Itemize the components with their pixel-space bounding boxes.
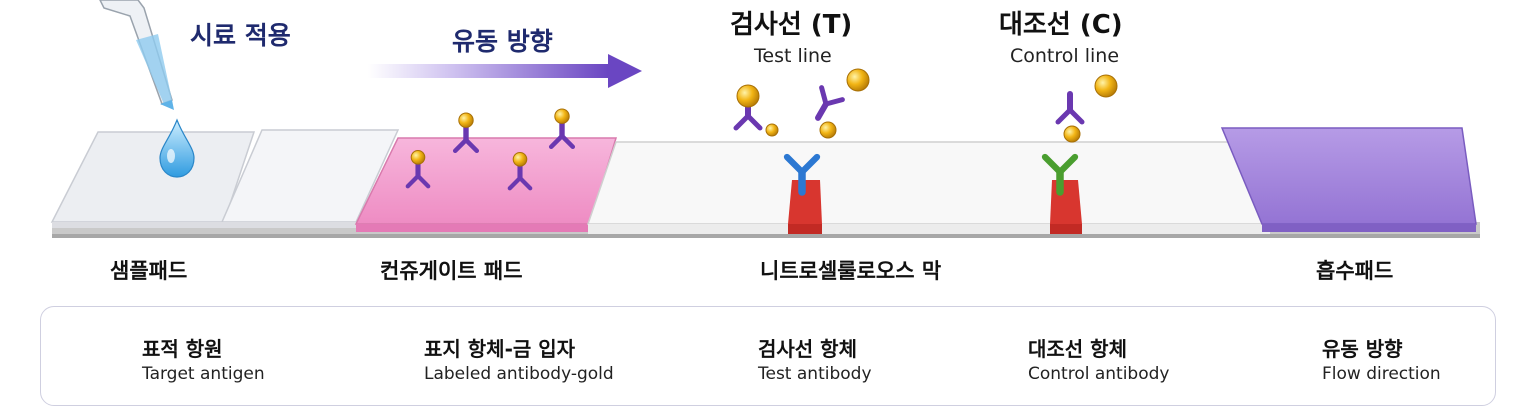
membrane-label: 니트로셀룰로오스 막: [760, 259, 942, 283]
test-line-subtitle: Test line: [754, 45, 832, 67]
flow-direction-label: 유동 방향: [452, 27, 553, 56]
labeled-antibody: [815, 85, 845, 121]
control-line-title: 대조선 (C): [999, 10, 1123, 40]
legend-label-flow-direction: 유동 방향: [1322, 337, 1403, 361]
legend: [40, 306, 1496, 406]
gold-particle: [458, 112, 474, 128]
nitrocellulose-membrane: [586, 141, 1272, 234]
sample-application-label: 시료 적용: [190, 21, 291, 50]
labeled-antibody: [405, 159, 431, 189]
labeled-antibody: [1055, 91, 1085, 125]
legend-sublabel-labeled-antibody: Labeled antibody-gold: [424, 364, 614, 384]
sample-pad: [50, 129, 400, 228]
gold-particle: [846, 68, 870, 92]
legend-label-target-antigen: 표적 항원: [142, 337, 223, 361]
flow-direction-arrow: [368, 54, 642, 88]
conjugate-pad-label: 컨쥬게이트 패드: [380, 259, 523, 283]
absorbent-pad: [1220, 127, 1477, 232]
gold-particle: [819, 121, 837, 139]
gold-particle: [765, 123, 779, 137]
labeled-antibody: [507, 161, 533, 191]
control-line-complex: [1041, 74, 1118, 196]
legend-label-control-antibody: 대조선 항체: [1028, 337, 1127, 361]
droplet-icon: [159, 118, 195, 178]
sample-pad-label: 샘플패드: [110, 259, 188, 283]
legend-sublabel-flow-direction: Flow direction: [1322, 364, 1441, 384]
labeled-antibody: [452, 122, 480, 154]
control-antibody: [1041, 153, 1079, 196]
test-antibody: [783, 153, 821, 196]
control-line-band: [1050, 180, 1082, 234]
labeled-antibody: [548, 118, 576, 150]
legend-label-labeled-antibody: 표지 항체-금 입자: [424, 337, 576, 361]
conjugate-pad: [354, 137, 618, 232]
legend-sublabel-target-antigen: Target antigen: [142, 364, 265, 384]
conjugate-labeled-antibodies: [405, 108, 576, 191]
test-line-band: [788, 180, 822, 234]
pipette-icon: [99, 0, 174, 110]
gold-particle: [554, 108, 570, 124]
gold-particle: [1063, 125, 1081, 143]
legend-sublabel-control-antibody: Control antibody: [1028, 364, 1170, 384]
gold-particle: [736, 84, 760, 108]
legend-sublabel-test-antibody: Test antibody: [758, 364, 872, 384]
gold-particle: [410, 150, 426, 165]
control-line-subtitle: Control line: [1010, 45, 1120, 67]
gold-particle: [512, 152, 528, 167]
absorbent-pad-label: 흡수패드: [1316, 259, 1394, 283]
test-line-title: 검사선 (T): [730, 10, 853, 40]
test-line-complex: [733, 68, 870, 196]
gold-particle: [1094, 74, 1118, 98]
legend-label-test-antibody: 검사선 항체: [758, 337, 857, 361]
